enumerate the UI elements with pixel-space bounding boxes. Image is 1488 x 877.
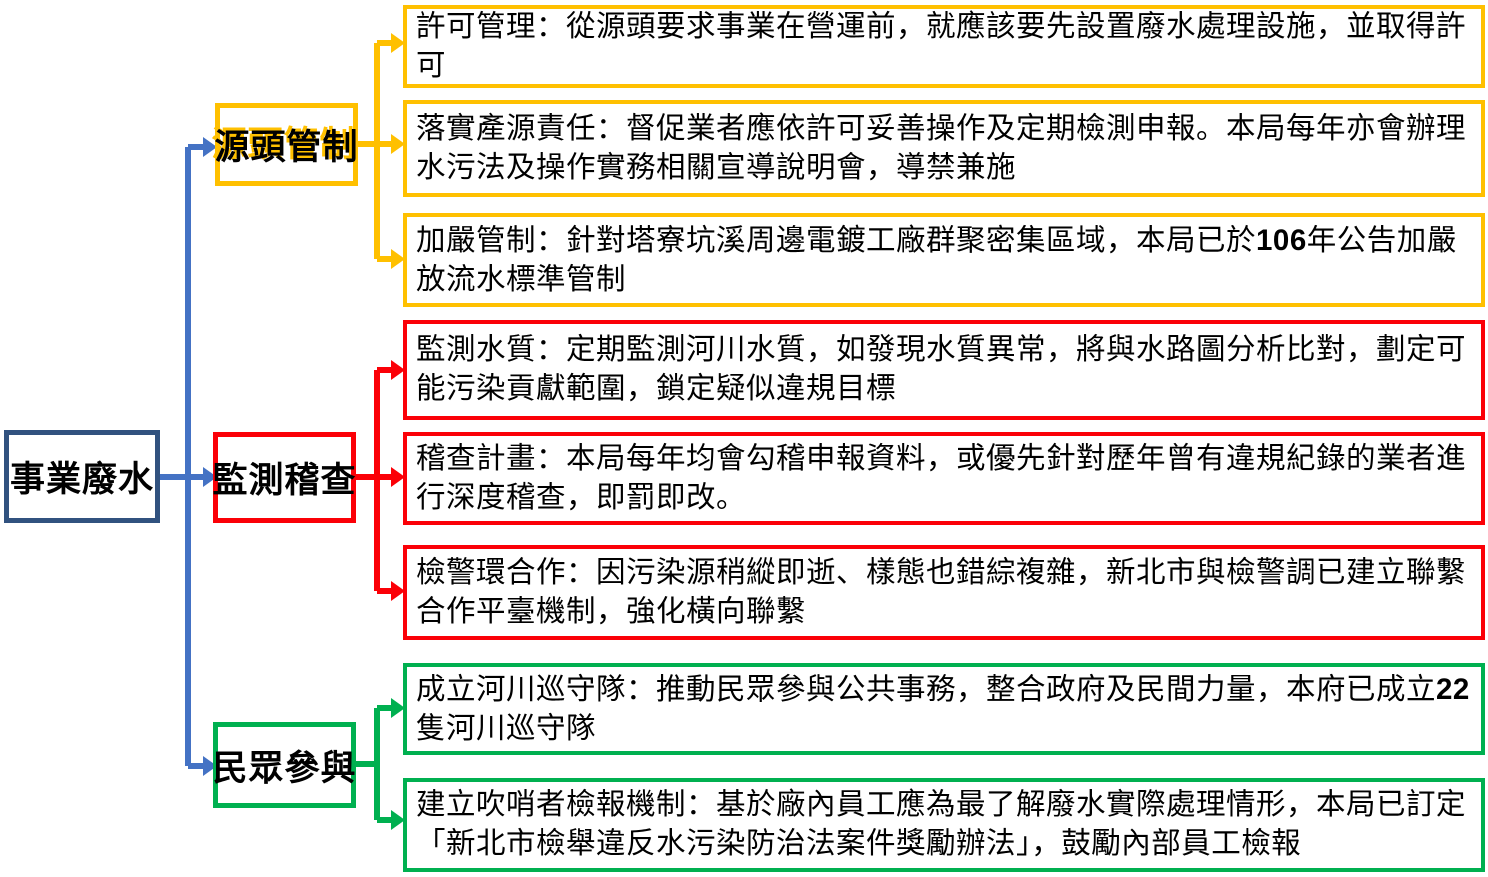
branch-node-source-control: 源頭管制	[215, 103, 358, 186]
branch-node-label: 源頭管制	[214, 128, 359, 167]
green-connector-line	[356, 705, 391, 823]
leaf-box-river-patrol-teams: 成立河川巡守隊：推動民眾參與公共事務，整合政府及民間力量，本府已成立22隻河川巡…	[403, 663, 1485, 755]
leaf-text: 許可管理：從源頭要求事業在營運前，就應該要先設置廢水處理設施，並取得許可	[416, 10, 1467, 82]
leaf-box-inspection-plan: 稽查計畫：本局每年均會勾稽申報資料，或優先針對歷年曾有違規紀錄的業者進行深度稽查…	[403, 432, 1485, 525]
leaf-box-prosecutor-police-epa-cooperation: 檢警環合作：因污染源稍縱即逝、樣態也錯綜複雜，新北市與檢警調已建立聯繫合作平臺機…	[403, 545, 1485, 640]
leaf-box-whistleblower-mechanism: 建立吹哨者檢報機制：基於廠內員工應為最了解廢水實際處理情形，本局已訂定「新北市檢…	[403, 778, 1485, 872]
leaf-text: 加嚴管制：針對塔寮坑溪周邊電鍍工廠群聚密集區域，本局已於106年公告加嚴放流水標…	[416, 223, 1457, 296]
leaf-box-stricter-control: 加嚴管制：針對塔寮坑溪周邊電鍍工廠群聚密集區域，本局已於106年公告加嚴放流水標…	[403, 213, 1485, 307]
leaf-text: 稽查計畫：本局每年均會勾稽申報資料，或優先針對歷年曾有違規紀錄的業者進行深度稽查…	[416, 442, 1467, 514]
root-node-label: 事業廢水	[9, 460, 154, 499]
branch-node-label: 民眾參與	[212, 748, 357, 788]
blue-connector-line	[160, 144, 203, 769]
leaf-text: 建立吹哨者檢報機制：基於廠內員工應為最了解廢水實際處理情形，本局已訂定「新北市檢…	[416, 789, 1467, 860]
leaf-text: 檢警環合作：因污染源稍縱即逝、樣態也錯綜複雜，新北市與檢警調已建立聯繫合作平臺機…	[416, 556, 1467, 628]
leaf-box-water-quality-monitoring: 監測水質：定期監測河川水質，如發現水質異常，將與水路圖分析比對，劃定可能污染貢獻…	[403, 320, 1485, 420]
leaf-text: 成立河川巡守隊：推動民眾參與公共事務，整合政府及民間力量，本府已成立22隻河川巡…	[416, 672, 1470, 745]
root-node-industrial-wastewater: 事業廢水	[4, 430, 160, 523]
leaf-text: 監測水質：定期監測河川水質，如發現水質異常，將與水路圖分析比對，劃定可能污染貢獻…	[416, 334, 1467, 405]
branch-node-public-participation: 民眾參與	[213, 722, 356, 808]
branch-node-label: 監測稽查	[212, 461, 357, 500]
yellow-connector-line	[358, 40, 391, 262]
leaf-box-permit-management: 許可管理：從源頭要求事業在營運前，就應該要先設置廢水處理設施，並取得許可	[403, 5, 1485, 88]
red-connector-line	[356, 367, 391, 594]
branch-node-monitoring-inspection: 監測稽查	[213, 432, 356, 523]
leaf-text: 落實產源責任：督促業者應依許可妥善操作及定期檢測申報。本局每年亦會辦理水污法及操…	[416, 112, 1467, 184]
leaf-box-producer-responsibility: 落實產源責任：督促業者應依許可妥善操作及定期檢測申報。本局每年亦會辦理水污法及操…	[403, 100, 1485, 197]
